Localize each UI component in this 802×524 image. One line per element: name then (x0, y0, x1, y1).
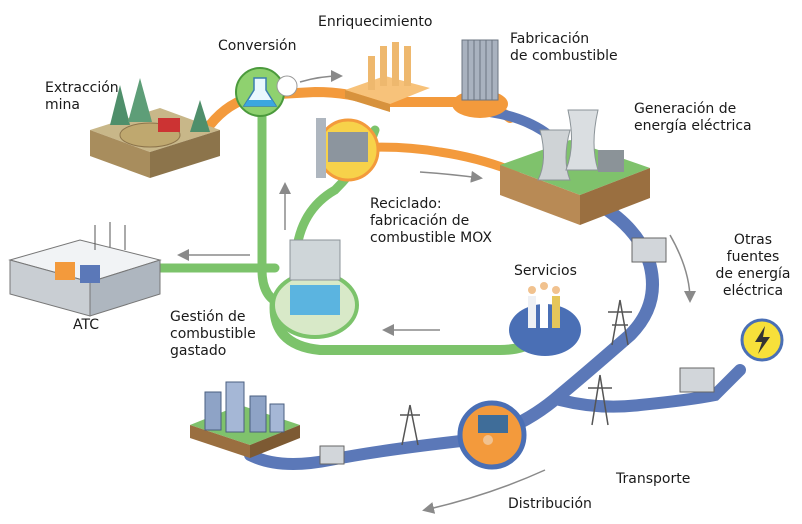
label-atc: ATC (73, 317, 99, 333)
lightning-bolt-icon (740, 318, 784, 362)
power-plant-icon (500, 109, 650, 225)
atc-warehouse-icon (8, 222, 162, 317)
power-tower-icon (400, 299, 632, 446)
label-extraccion: Extracción mina (45, 80, 119, 113)
label-distribucion: Distribución (508, 496, 592, 512)
transformer-icon (319, 237, 715, 465)
flow-arrows (177, 70, 696, 514)
label-gestion: Gestión de combustible gastado (170, 309, 256, 359)
chemistry-flask-icon (235, 67, 298, 117)
label-generacion: Generación de energía eléctrica (634, 101, 752, 134)
label-transporte: Transporte (616, 471, 691, 487)
enrichment-plant-icon (345, 42, 430, 112)
workers-icon (509, 282, 581, 356)
label-fabricacion: Fabricación de combustible (510, 31, 618, 64)
label-conversion: Conversión (218, 38, 297, 54)
label-reciclado: Reciclado: fabricación de combustible MO… (370, 196, 492, 246)
label-otras-fuentes: Otras fuentes de energía eléctrica (715, 232, 791, 299)
fuel-rods-icon (452, 39, 508, 118)
recycling-plant-icon (316, 118, 380, 182)
storage-pool-icon (271, 239, 359, 339)
label-servicios: Servicios (514, 263, 577, 279)
city-icon (190, 381, 300, 458)
label-enriquecimiento: Enriquecimiento (318, 14, 433, 30)
control-room-icon (457, 400, 527, 470)
mine-icon (90, 78, 220, 178)
